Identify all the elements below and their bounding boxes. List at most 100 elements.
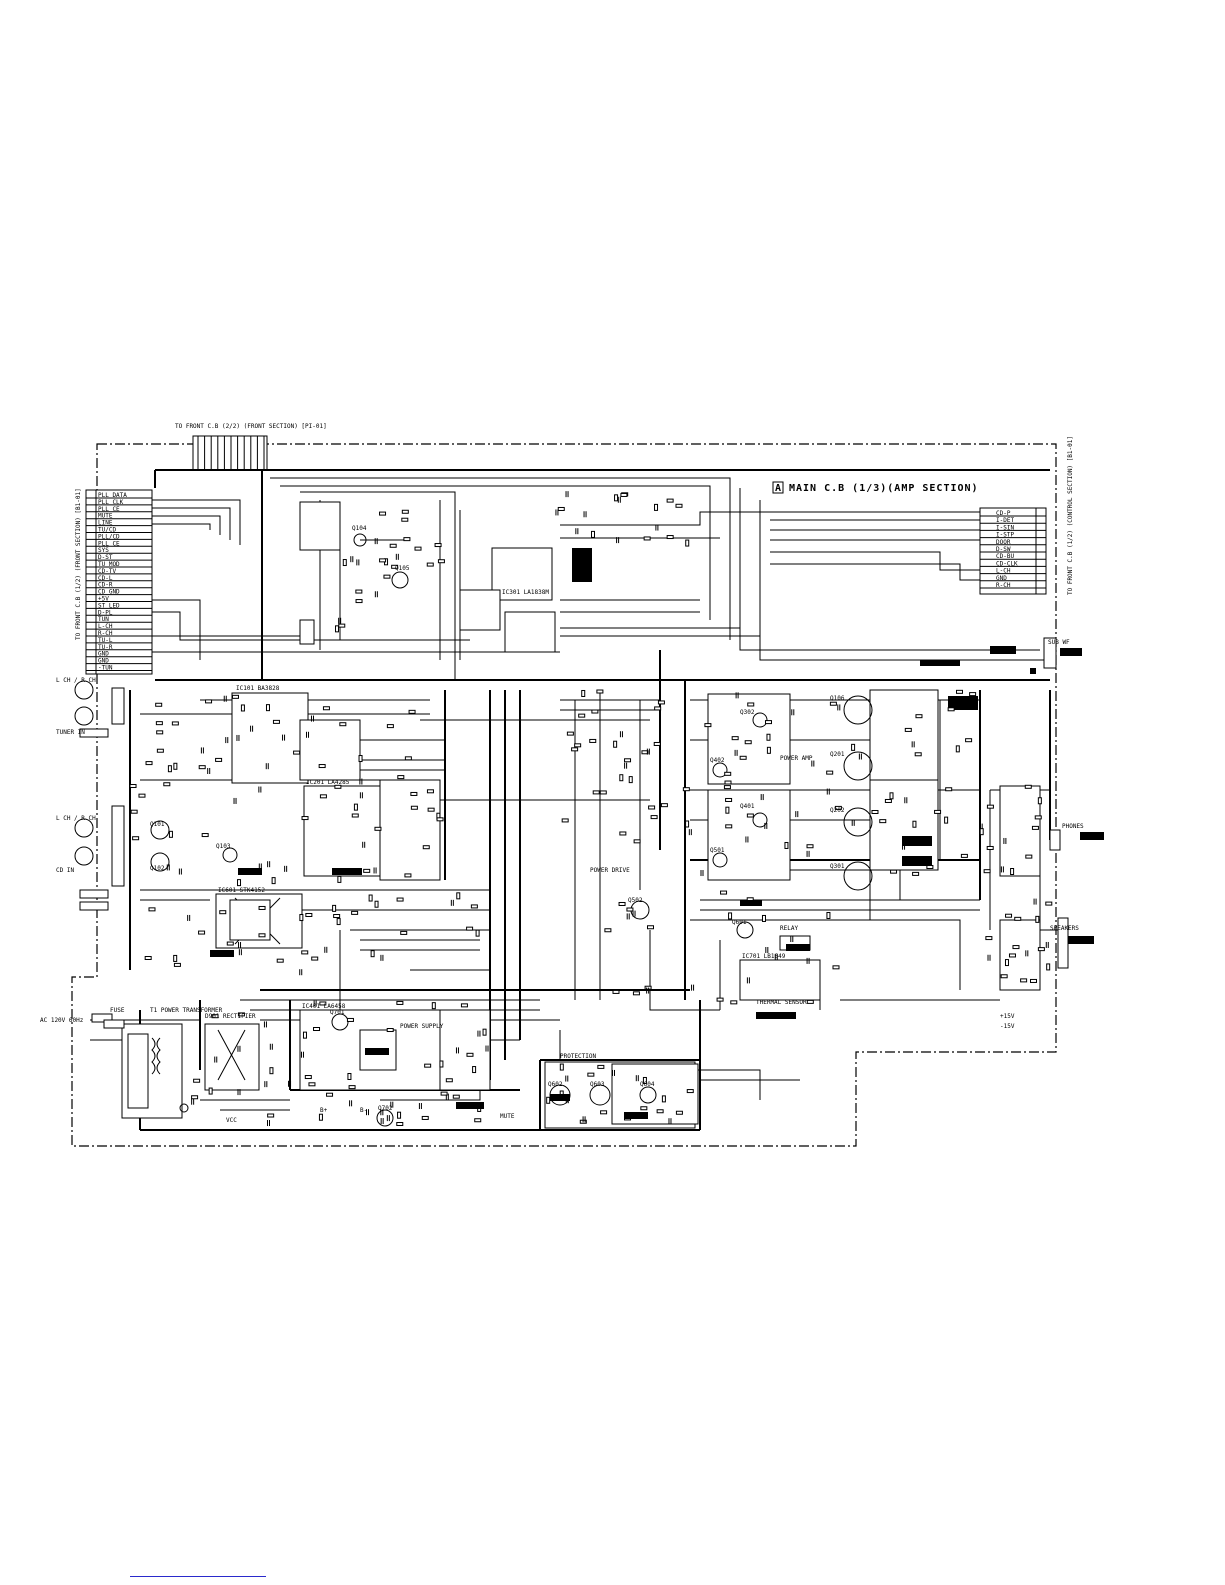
schematic-label: VCC: [226, 1117, 237, 1124]
schematic-label: Q102: [150, 865, 165, 872]
title-letter: A: [775, 483, 782, 494]
left-pin-label: D-ST: [98, 554, 113, 561]
right-pin-label: GND: [996, 575, 1007, 582]
schematic-label: L CH / R CH: [56, 815, 96, 822]
left-pin-label: PLL CE: [98, 540, 120, 547]
schematic-label: RELAY: [780, 925, 798, 932]
schematic-label: Q101: [150, 821, 165, 828]
schematic-label: Q301: [830, 863, 845, 870]
schematic-label: Q401: [740, 803, 755, 810]
schematic-label: Q105: [395, 565, 410, 572]
schematic-label: T1 POWER TRANSFORMER: [150, 1007, 223, 1014]
ic201: [303, 785, 385, 877]
left-pin-label: GND: [98, 658, 109, 665]
right-pin-label: CD-BU: [996, 553, 1014, 560]
right-pin-label: CD-P: [996, 510, 1011, 517]
schematic-label: IC601 STK4152: [218, 887, 265, 894]
left-pin-label: L-CH: [98, 623, 113, 630]
right-pin-label: I-SIN: [996, 524, 1014, 531]
right-pin-label: R-CH: [996, 582, 1011, 589]
schematic-label: Q104: [352, 525, 367, 532]
schematic-label: B-: [360, 1107, 367, 1114]
schematic-label: PHONES: [1062, 823, 1084, 830]
left-pin-label: PLL CE: [98, 506, 120, 513]
schematic-label: AC 120V 60Hz: [40, 1017, 84, 1024]
left-pin-label: LINE: [98, 520, 113, 527]
schematic-label: IC201 LA4285: [306, 779, 350, 786]
schematic-label: THERMAL SENSOR: [756, 999, 807, 1006]
ic601-driver-r: [707, 789, 791, 881]
schematic-label: IC301 LA1838M: [502, 589, 549, 596]
schematic-label: IC701 LB1649: [742, 953, 786, 960]
top-connector: TO FRONT C.B (2/2) (FRONT SECTION) [PI-0…: [175, 423, 327, 471]
schematic-label: Q702: [378, 1105, 393, 1112]
schematic-label: POWER SUPPLY: [400, 1023, 444, 1030]
left-pin-label: CD-L: [98, 575, 113, 582]
schematic-label: PROTECTION: [560, 1053, 597, 1060]
schematic-label: POWER AMP: [780, 755, 813, 762]
schematic-label: Q501: [710, 847, 725, 854]
right-pin-label: DOOR: [996, 539, 1011, 546]
left-pin-label: PLL DATA: [98, 492, 127, 499]
left-pin-label: +5V: [98, 596, 109, 603]
ic-blocks: [215, 501, 1041, 1129]
left-pin-label: TU/CD: [98, 527, 116, 534]
left-pin-label: SYS: [98, 547, 109, 554]
left-connector-label: TO FRONT C.B (1/2) (FRONT SECTION) [B1-0…: [75, 488, 82, 640]
right-pin-label: I-DET: [996, 517, 1014, 524]
left-pin-label: ST LED: [98, 602, 120, 609]
schematic-label: POWER DRIVE: [590, 867, 630, 874]
right-pin-label: I-STP: [996, 532, 1014, 539]
schematic-label: Q604: [640, 1081, 655, 1088]
ic601-driver-l: [707, 693, 791, 785]
schematic-label: Q601: [732, 919, 747, 926]
top-connector-label: TO FRONT C.B (2/2) (FRONT SECTION) [PI-0…: [175, 423, 327, 430]
left-pin-label: PLL CLK: [98, 499, 124, 506]
schematic-label: SPEAKERS: [1050, 925, 1079, 932]
schematic-label: Q603: [590, 1081, 605, 1088]
power-supply: [91, 1013, 260, 1119]
schematic-label: MUTE: [500, 1113, 515, 1120]
left-pin-label: TU-L: [98, 637, 113, 644]
bus-wires: [129, 469, 1051, 1131]
input-jacks: [74, 637, 1104, 969]
schematic-label: Q302: [740, 709, 755, 716]
left-pin-label: R-CH: [98, 630, 113, 637]
schematic-label: L CH / R CH: [56, 677, 96, 684]
left-pin-label: TU-R: [98, 644, 113, 651]
left-pin-label: CD-TV: [98, 568, 116, 575]
schematic-label: Q502: [628, 897, 643, 904]
schematic-label: -15V: [1000, 1023, 1015, 1030]
left-pin-label: TUN: [98, 616, 109, 623]
left-pin-label: TU MOD: [98, 561, 120, 568]
right-pin-label: CD-CLK: [996, 560, 1018, 567]
schematic-label: Q402: [710, 757, 725, 764]
right-connector: CD-PI-DETI-SINI-STPDOORD-SWCD-BUCD-CLKL-…: [979, 436, 1074, 595]
schematic-label: Q106: [830, 695, 845, 702]
schematic-label: B+: [320, 1107, 328, 1114]
schematic-label: Q201: [830, 751, 845, 758]
schematic-label: IC101 BA3828: [236, 685, 280, 692]
schematic-label: SUB WF: [1048, 639, 1070, 646]
left-pin-label: -TUN: [98, 665, 113, 672]
right-pin-label: D-SW: [996, 546, 1011, 553]
schematic-label: IC401 LA6458: [302, 1003, 346, 1010]
right-pin-label: L-CH: [996, 568, 1011, 575]
schematic-label: Q202: [830, 807, 845, 814]
schematic-label: +15V: [1000, 1013, 1015, 1020]
left-pin-label: D-PL: [98, 609, 113, 616]
title-text: MAIN C.B (1/3)(AMP SECTION): [789, 483, 979, 494]
schematic-label: Q602: [548, 1081, 563, 1088]
tag-labels: [210, 646, 1036, 1119]
footer-link-line: [130, 1576, 266, 1577]
schematic-label: D901 RECTIFIER: [205, 1013, 256, 1020]
left-pin-label: CD-R: [98, 582, 113, 589]
left-pin-label: PLL/CD: [98, 533, 120, 540]
schematic-label: FUSE: [110, 1007, 125, 1014]
left-pin-label: CD GND: [98, 589, 120, 596]
section-title: A MAIN C.B (1/3)(AMP SECTION): [772, 481, 979, 494]
right-connector-label: TO FRONT C.B (1/2) (CONTROL SECTION) [B1…: [1067, 436, 1074, 595]
